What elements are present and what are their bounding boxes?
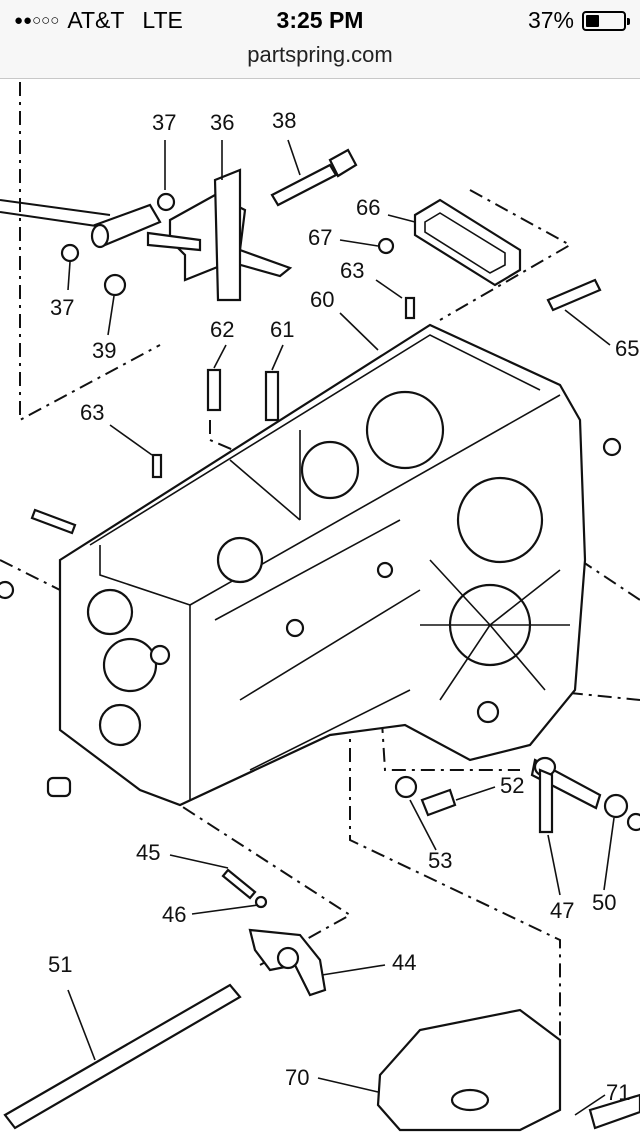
cover-inner bbox=[424, 212, 506, 274]
battery-fill bbox=[586, 14, 599, 27]
centerline bbox=[539, 689, 640, 701]
callout-45: 45 bbox=[136, 840, 160, 865]
stud-part bbox=[546, 278, 602, 312]
pin-part bbox=[404, 296, 416, 320]
signal-strength-icon: ●●○○○ bbox=[14, 12, 60, 29]
address-bar[interactable]: partspring.com bbox=[0, 40, 640, 79]
transmission-housing bbox=[58, 323, 587, 807]
fork-hole bbox=[276, 946, 300, 970]
callout-47: 47 bbox=[550, 898, 574, 923]
status-bar: ●●○○○ AT&T LTE 3:25 PM 37% bbox=[0, 0, 640, 40]
callout-52: 52 bbox=[500, 773, 524, 798]
drain-plug bbox=[450, 1088, 490, 1112]
housing-ribs bbox=[214, 519, 421, 771]
battery-percent: 37% bbox=[527, 7, 574, 33]
nut-part bbox=[103, 273, 127, 297]
callout-44: 44 bbox=[392, 950, 416, 975]
dowel-part bbox=[46, 776, 72, 798]
shift-rail bbox=[3, 983, 242, 1130]
bore-hole bbox=[86, 588, 134, 636]
bolt-head bbox=[328, 148, 358, 178]
bolt-part bbox=[420, 788, 457, 817]
bore-hole bbox=[216, 536, 264, 584]
callout-46: 46 bbox=[162, 902, 186, 927]
seal-part bbox=[603, 793, 629, 819]
callout-39: 39 bbox=[92, 338, 116, 363]
housing-edge bbox=[99, 545, 191, 606]
centerline bbox=[579, 559, 640, 601]
ring-part bbox=[626, 812, 640, 832]
callout-61: 61 bbox=[270, 317, 294, 342]
callout-65: 65 bbox=[615, 336, 639, 361]
carrier-name: AT&T bbox=[67, 7, 125, 33]
battery-nub bbox=[627, 17, 630, 25]
bolt-shank bbox=[270, 163, 338, 207]
status-time: 3:25 PM bbox=[276, 7, 364, 33]
centerline bbox=[439, 189, 573, 321]
bottom-cover bbox=[376, 1008, 562, 1132]
shift-rod bbox=[0, 199, 111, 229]
bolt-hole bbox=[285, 618, 305, 638]
leader-lines bbox=[67, 139, 615, 1116]
bearing-bore bbox=[300, 440, 360, 500]
bolt-part bbox=[602, 437, 622, 457]
bracket-plate bbox=[213, 168, 242, 302]
centerline bbox=[0, 559, 61, 591]
url-text[interactable]: partspring.com bbox=[247, 42, 393, 67]
callout-70: 70 bbox=[285, 1065, 309, 1090]
callout-60: 60 bbox=[310, 287, 334, 312]
callout-51: 51 bbox=[48, 952, 72, 977]
parts-diagram: 37 36 38 66 67 63 37 39 62 61 60 65 63 5… bbox=[0, 82, 640, 1132]
bore-hole bbox=[102, 637, 158, 693]
callout-53: 53 bbox=[428, 848, 452, 873]
nut-part bbox=[156, 192, 176, 212]
sleeve-end bbox=[90, 223, 110, 249]
callout-67: 67 bbox=[308, 225, 332, 250]
ball-part bbox=[254, 895, 268, 909]
callout-71: 71 bbox=[606, 1080, 630, 1105]
bearing-bore bbox=[456, 476, 544, 564]
callout-50: 50 bbox=[592, 890, 616, 915]
pin-part bbox=[151, 453, 163, 479]
battery-group: 37% bbox=[527, 7, 630, 34]
callout-37: 37 bbox=[152, 110, 176, 135]
network-type: LTE bbox=[142, 7, 183, 33]
gasket-part bbox=[588, 1093, 640, 1130]
washer-part bbox=[394, 775, 418, 799]
bearing-bore bbox=[365, 390, 445, 470]
nut-part bbox=[60, 243, 80, 263]
stud-part bbox=[206, 368, 222, 412]
lever-part bbox=[538, 768, 554, 834]
centerline bbox=[19, 82, 161, 422]
callout-62: 62 bbox=[210, 317, 234, 342]
page-content[interactable]: 37 36 38 66 67 63 37 39 62 61 60 65 63 5… bbox=[0, 79, 640, 1136]
centerline bbox=[379, 689, 520, 771]
stud-part bbox=[264, 370, 280, 422]
bolt-hole bbox=[376, 561, 394, 579]
housing-spokes bbox=[420, 559, 570, 701]
bore-hole bbox=[98, 703, 142, 747]
battery-icon bbox=[582, 10, 630, 31]
housing-top-edge bbox=[89, 334, 541, 546]
bolt-part bbox=[0, 580, 15, 600]
callout-63b: 63 bbox=[80, 400, 104, 425]
carrier-group: ●●○○○ AT&T LTE bbox=[14, 7, 183, 34]
callout-63: 63 bbox=[340, 258, 364, 283]
housing-divider bbox=[229, 430, 301, 521]
cover-plate bbox=[413, 198, 522, 287]
bore-hole bbox=[149, 644, 171, 666]
callout-37b: 37 bbox=[50, 295, 74, 320]
nut-part bbox=[377, 237, 395, 255]
pin-part bbox=[146, 231, 202, 252]
callout-38: 38 bbox=[272, 108, 296, 133]
spring-part bbox=[221, 868, 257, 900]
callout-66: 66 bbox=[356, 195, 380, 220]
callout-36: 36 bbox=[210, 110, 234, 135]
centerline bbox=[349, 690, 561, 1050]
stud-part bbox=[30, 508, 77, 535]
bolt-hole bbox=[476, 700, 500, 724]
